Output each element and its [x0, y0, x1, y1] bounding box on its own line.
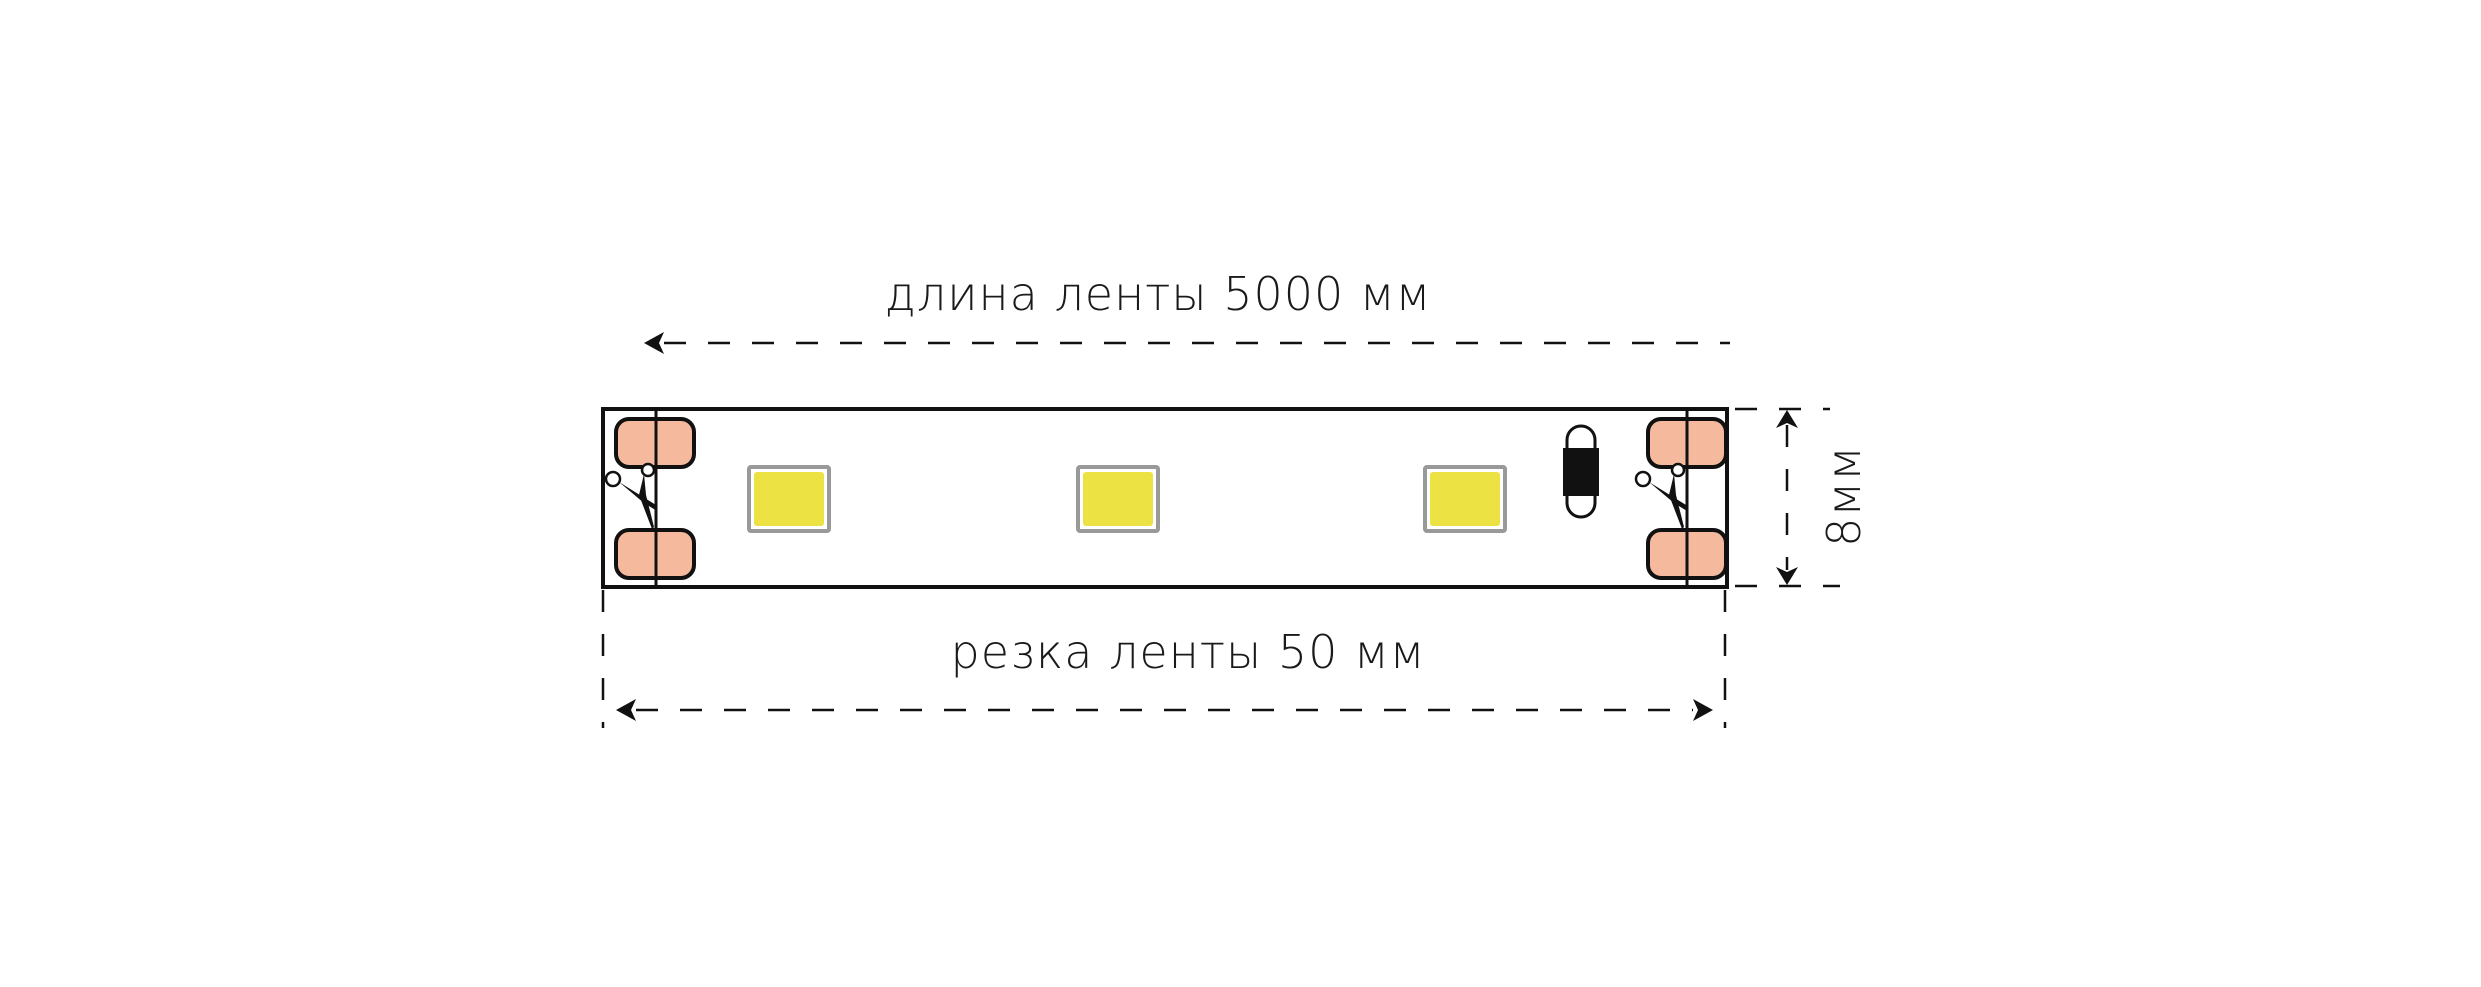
- led-strip-segment: [601, 407, 1729, 589]
- cut-length-dimension: резка ленты 50 мм: [601, 590, 1727, 728]
- width-label: 8мм: [1817, 445, 1871, 547]
- led-chip: [1423, 465, 1507, 533]
- arrow-left-icon: [616, 699, 636, 721]
- resistor-icon: [1563, 424, 1599, 519]
- led-chip: [747, 465, 831, 533]
- led-chip: [1076, 465, 1160, 533]
- solder-pads-left: [614, 417, 696, 580]
- solder-pads-right: [1646, 417, 1728, 580]
- total-length-dimension: длина ленты 5000 мм: [644, 267, 1730, 354]
- scissors-icon: [1634, 462, 1687, 529]
- arrow-up-icon: [1776, 410, 1798, 428]
- cut-length-label: резка ленты 50 мм: [951, 625, 1426, 679]
- arrow-right-icon: [1693, 699, 1713, 721]
- width-dimension: 8мм: [1735, 407, 1871, 588]
- arrow-left-icon: [644, 332, 664, 354]
- total-length-label: длина ленты 5000 мм: [885, 267, 1432, 321]
- scissors-icon: [604, 462, 657, 529]
- arrow-down-icon: [1776, 567, 1798, 585]
